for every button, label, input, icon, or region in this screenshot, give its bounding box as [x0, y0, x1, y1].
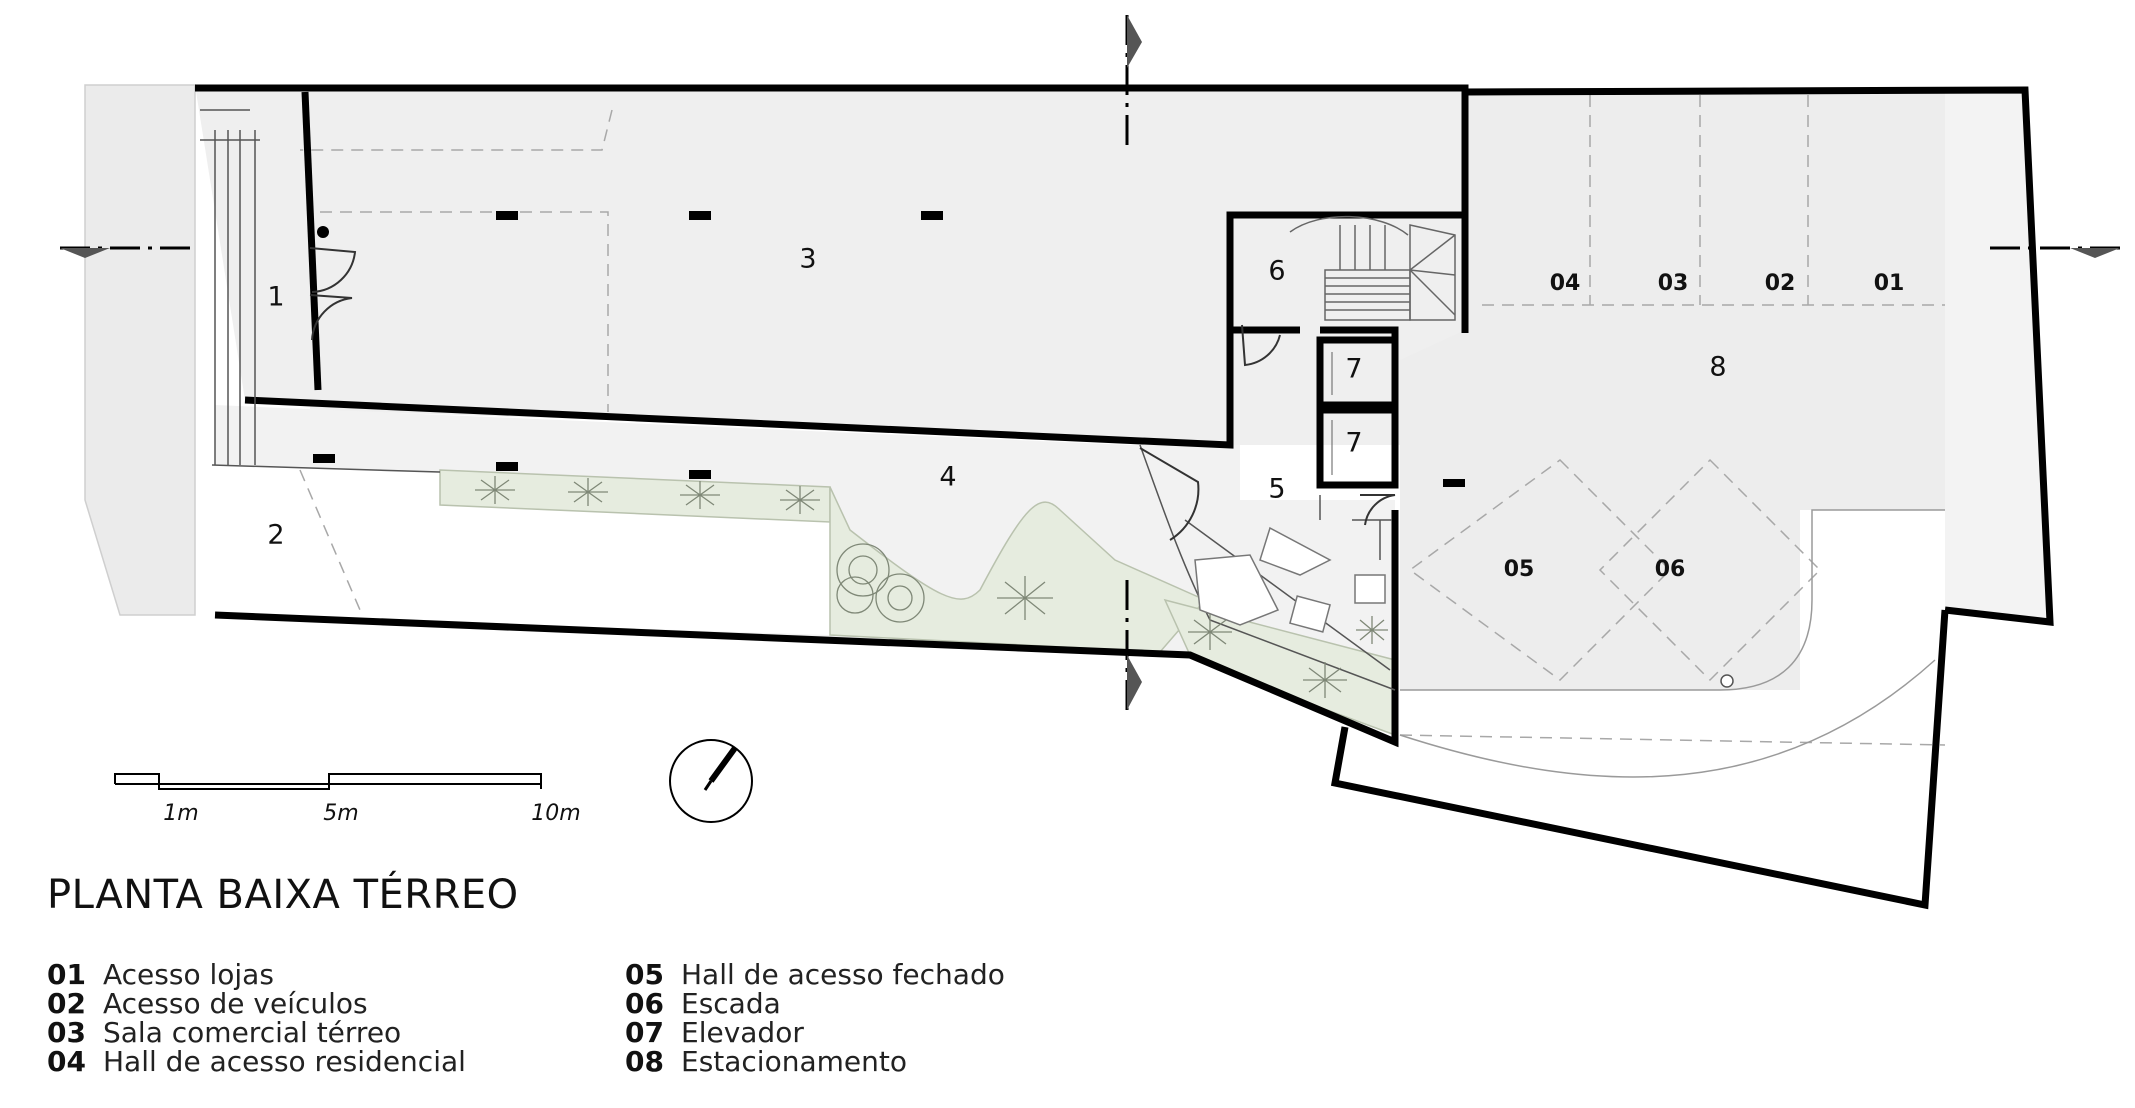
- legend-item: 01 Acesso lojas: [47, 960, 466, 989]
- parking-label: 02: [1765, 271, 1796, 296]
- legend-text: Acesso lojas: [103, 958, 274, 991]
- room-label: 2: [267, 520, 284, 551]
- legend-number: 02: [47, 987, 86, 1020]
- room-label: 6: [1268, 256, 1285, 287]
- garden-areas: [439, 469, 1396, 737]
- parking-curve: [1400, 509, 1945, 691]
- room-labels: 1 2 3 4 5 6 7 7 8: [267, 244, 1726, 551]
- legend-number: 05: [625, 958, 664, 991]
- driveway-curve: [1399, 659, 1936, 778]
- plants: [475, 476, 1388, 698]
- room-label: 3: [799, 244, 816, 275]
- column-marker: [1720, 674, 1734, 688]
- room-label: 5: [1268, 474, 1285, 505]
- north-arrow-icon: [669, 739, 753, 823]
- walls: [195, 84, 2054, 910]
- section-marker-icon: [60, 15, 2120, 710]
- legend-number: 04: [47, 1045, 86, 1078]
- legend-item: 02 Acesso de veículos: [47, 989, 466, 1018]
- legend-text: Sala comercial térreo: [103, 1016, 402, 1049]
- scale-label: 10m: [531, 801, 580, 826]
- legend-text: Elevador: [681, 1016, 804, 1049]
- legend-item: 05 Hall de acesso fechado: [625, 960, 1005, 989]
- parking-label: 01: [1874, 271, 1905, 296]
- legend-left: 01 Acesso lojas 02 Acesso de veículos 03 Sa…: [47, 960, 466, 1076]
- parking-label: 03: [1658, 271, 1689, 296]
- room-label: 4: [939, 462, 956, 493]
- doors: [309, 247, 1396, 541]
- legend-item: 07 Elevador: [625, 1018, 1005, 1047]
- space-labels: 04 03 02 01 05 06: [1504, 271, 1905, 582]
- legend-number: 03: [47, 1016, 86, 1049]
- legend-item: 06 Escada: [625, 989, 1005, 1018]
- scale-label: 5m: [323, 801, 358, 826]
- legend-item: 03 Sala comercial térreo: [47, 1018, 466, 1047]
- legend-text: Hall de acesso fechado: [681, 958, 1005, 991]
- legend-number: 01: [47, 958, 86, 991]
- legend-item: 04 Hall de acesso residencial: [47, 1047, 466, 1076]
- staircase: [1289, 215, 1456, 321]
- columns: [313, 211, 1465, 487]
- legend-text: Acesso de veículos: [103, 987, 368, 1020]
- legend-text: Escada: [681, 987, 781, 1020]
- legend-number: 07: [625, 1016, 664, 1049]
- furniture: [1194, 526, 1386, 633]
- legend-right: 05 Hall de acesso fechado 06 Escada 07 Elev…: [625, 960, 1005, 1076]
- parking-label: 06: [1655, 557, 1686, 582]
- legend-number: 06: [625, 987, 664, 1020]
- legend-number: 08: [625, 1045, 664, 1078]
- scale-label: 1m: [163, 801, 198, 826]
- room-label: 7: [1345, 354, 1362, 385]
- parking-label: 04: [1550, 271, 1581, 296]
- room-label: 1: [267, 282, 284, 313]
- room-label: 7: [1345, 428, 1362, 459]
- room-label: 8: [1709, 352, 1726, 383]
- page-title: PLANTA BAIXA TÉRREO: [47, 872, 519, 918]
- dashed-lines: [299, 95, 1946, 746]
- legend-text: Hall de acesso residencial: [103, 1045, 466, 1078]
- parking-label: 05: [1504, 557, 1535, 582]
- scale-bar: 1m 5m 10m: [114, 773, 581, 826]
- floor-fills: [84, 84, 2050, 735]
- legend-item: 08 Estacionamento: [625, 1047, 1005, 1076]
- legend-text: Estacionamento: [681, 1045, 907, 1078]
